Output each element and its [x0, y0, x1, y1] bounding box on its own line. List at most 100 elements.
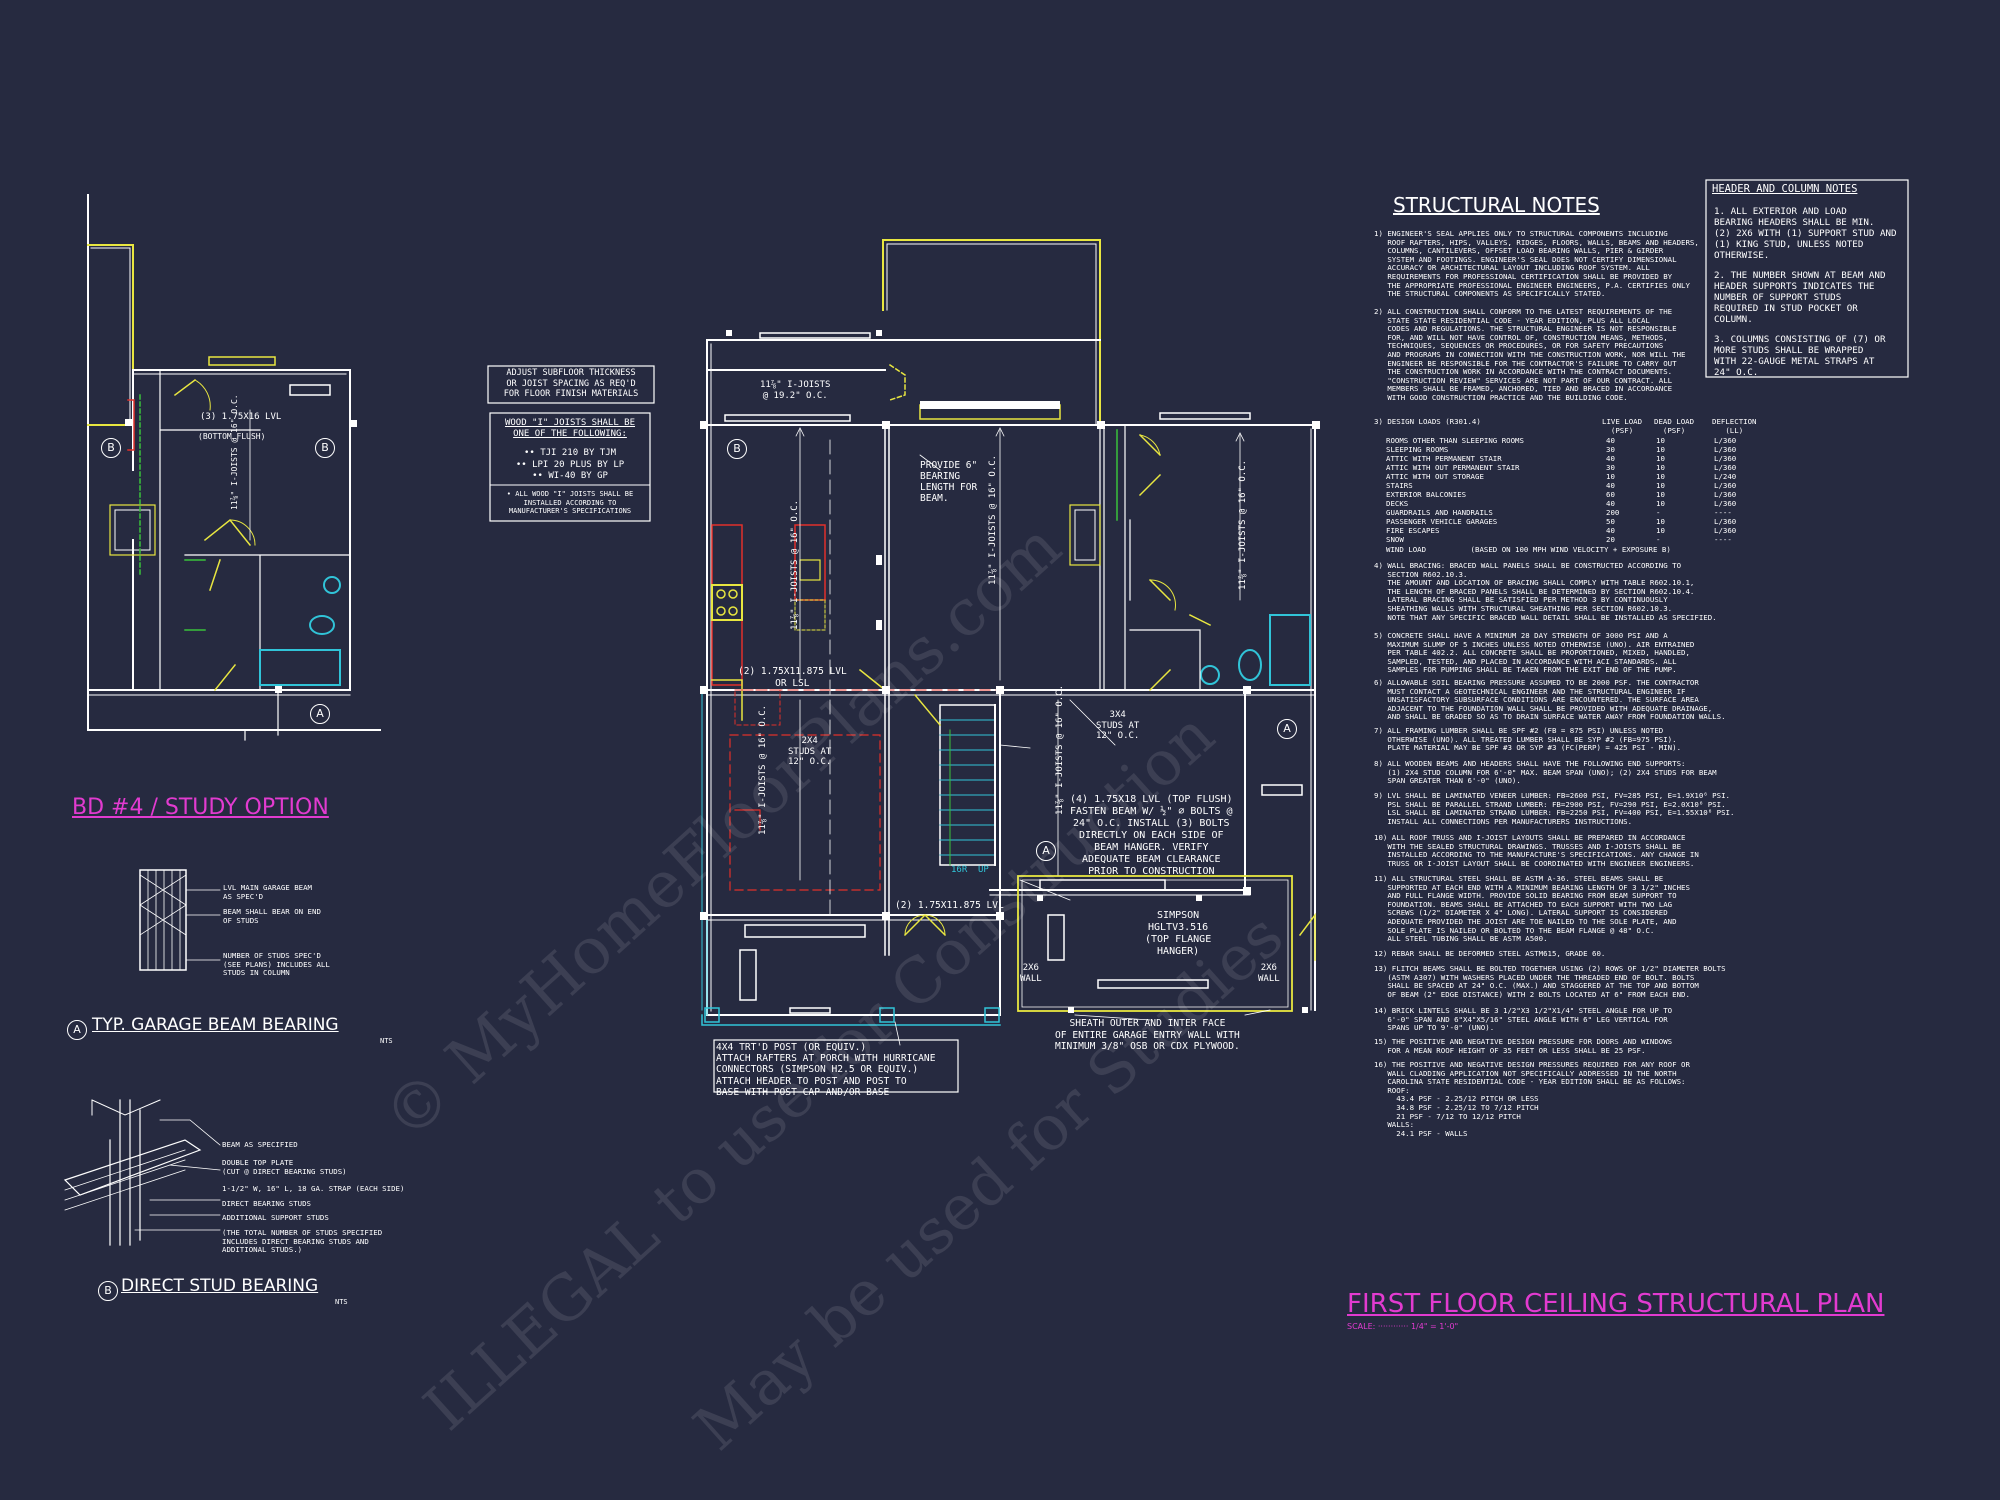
detail-a-drawing: [139, 869, 221, 971]
main-plan-title: FIRST FLOOR CEILING STRUCTURAL PLAN: [1347, 1289, 1885, 1319]
joist-top-label: 11⅞" I-JOISTS @ 19.2" O.C.: [760, 380, 831, 401]
detail-b-tag: B: [98, 1281, 118, 1301]
structural-note-9: 9) LVL SHALL BE LAMINATED VENEER LUMBER:…: [1374, 791, 1735, 826]
loads-cell-r11-c0: SNOW: [1386, 535, 1404, 544]
detail-b-title: DIRECT STUD BEARING: [121, 1276, 319, 1296]
loads-cell-r8-c3: ----: [1714, 508, 1732, 517]
detail-b-note-3: 1-1/2" W, 16" L, 18 GA. STRAP (EACH SIDE…: [222, 1184, 405, 1193]
joist-v5: 11⅞" I-JOISTS @ 16" O.C.: [1055, 684, 1065, 815]
subfloor-note: ADJUST SUBFLOOR THICKNESS OR JOIST SPACI…: [503, 368, 639, 399]
loads-cell-r3-c3: L/360: [1714, 463, 1737, 472]
design-loads-head: 3) DESIGN LOADS (R301.4): [1374, 417, 1481, 426]
detail-b-note-5: ADDITIONAL SUPPORT STUDS: [222, 1213, 329, 1222]
joist-box-foot: • ALL WOOD "I" JOISTS SHALL BE INSTALLED…: [506, 490, 634, 515]
structural-note-2: 2) ALL CONSTRUCTION SHALL CONFORM TO THE…: [1374, 307, 1686, 402]
left-tag-a: A: [310, 704, 330, 724]
joist-v1: 11⅞" I-JOISTS @ 16" O.C.: [790, 499, 800, 630]
main-plan: [700, 239, 1320, 1046]
loads-cell-r1-c3: L/360: [1714, 445, 1737, 454]
loads-cell-r7-c0: DECKS: [1386, 499, 1409, 508]
loads-cell-r6-c1: 60: [1606, 490, 1615, 499]
structural-note-14: 14) BRICK LINTELS SHALL BE 3 1/2"x3 1/2"…: [1374, 1006, 1673, 1033]
loads-cell-r4-c2: 10: [1656, 472, 1665, 481]
wind-load-row: WIND LOAD (BASED ON 100 MPH WIND VELOCIT…: [1386, 545, 1671, 554]
loads-cell-r5-c0: STAIRS: [1386, 481, 1413, 490]
joist-v2: 11⅞" I-JOISTS @ 16" O.C.: [988, 454, 998, 585]
loads-col-deflection: DEFLECTION (LL): [1712, 417, 1757, 435]
loads-cell-r10-c1: 40: [1606, 526, 1615, 535]
wall-label-left: 2x6 WALL: [1020, 963, 1042, 984]
header-notes-title: HEADER AND COLUMN NOTES: [1712, 183, 1858, 195]
main-tag-a1: A: [1277, 719, 1297, 739]
structural-note-15: 15) THE POSITIVE AND NEGATIVE DESIGN PRE…: [1374, 1037, 1673, 1055]
loads-cell-r11-c1: 20: [1606, 535, 1615, 544]
loads-cell-r1-c0: SLEEPING ROOMS: [1386, 445, 1449, 454]
loads-cell-r7-c2: 10: [1656, 499, 1665, 508]
loads-cell-r2-c1: 40: [1606, 454, 1615, 463]
structural-note-8: 8) ALL WOODEN BEAMS AND HEADERS SHALL HA…: [1374, 759, 1717, 786]
porch-post-note: 4x4 TRT'D POST (OR EQUIV.) ATTACH RAFTER…: [716, 1042, 936, 1098]
loads-cell-r2-c2: 10: [1656, 454, 1665, 463]
left-plan-title: BD #4 / STUDY OPTION: [72, 795, 329, 820]
structural-note-1: 1) ENGINEER'S SEAL APPLIES ONLY TO STRUC…: [1374, 229, 1699, 299]
loads-cell-r7-c1: 40: [1606, 499, 1615, 508]
loads-cell-r5-c1: 40: [1606, 481, 1615, 490]
left-beam-label: (3) 1.75x16 LVL: [200, 412, 282, 422]
stair-up-label: UP: [978, 865, 989, 875]
header-note-3: 3. COLUMNS CONSISTING OF (7) OR MORE STU…: [1714, 334, 1886, 378]
loads-cell-r9-c2: 10: [1656, 517, 1665, 526]
loads-cell-r5-c3: L/360: [1714, 481, 1737, 490]
structural-note-5: 5) CONCRETE SHALL HAVE A MINIMUM 28 DAY …: [1374, 631, 1695, 675]
loads-cell-r2-c3: L/360: [1714, 454, 1737, 463]
loads-cell-r0-c3: L/360: [1714, 436, 1737, 445]
joist-box-head: WOOD "I" JOISTS SHALL BE ONE OF THE FOLL…: [504, 418, 636, 439]
detail-b-drawing: [63, 1099, 221, 1246]
loads-cell-r9-c3: L/360: [1714, 517, 1737, 526]
loads-cell-r11-c2: -: [1656, 535, 1661, 544]
loads-cell-r9-c1: 50: [1606, 517, 1615, 526]
detail-b-note-4: DIRECT BEARING STUDS: [222, 1199, 311, 1208]
structural-note-12: 12) REBAR SHALL BE DEFORMED STEEL ASTM61…: [1374, 949, 1606, 958]
loads-col-dead: DEAD LOAD (PSF): [1654, 417, 1695, 435]
beam-4lvl-note: (4) 1.75x18 LVL (TOP FLUSH) FASTEN BEAM …: [1070, 794, 1233, 877]
left-beam-sub: (BOTTOM FLUSH): [198, 432, 266, 441]
left-tag-b2: B: [315, 438, 335, 458]
header-note-2: 2. THE NUMBER SHOWN AT BEAM AND HEADER S…: [1714, 270, 1886, 325]
loads-cell-r10-c3: L/360: [1714, 526, 1737, 535]
detail-b-note-6: (THE TOTAL NUMBER OF STUDS SPECIFIED INC…: [222, 1228, 383, 1255]
provide-bearing-note: PROVIDE 6" BEARING LENGTH FOR BEAM.: [920, 460, 978, 504]
simpson-hanger-note: SIMPSON HGLTV3.516 (TOP FLANGE HANGER): [1145, 910, 1212, 957]
header-note-1: 1. ALL EXTERIOR AND LOAD BEARING HEADERS…: [1714, 206, 1897, 261]
studs-label-1: 2X4 STUDS AT 12" O.C.: [788, 736, 832, 767]
loads-cell-r0-c2: 10: [1656, 436, 1665, 445]
studs-label-2: 3X4 STUDS AT 12" O.C.: [1096, 710, 1140, 741]
detail-b-note-1: BEAM AS SPECIFIED: [222, 1140, 298, 1149]
structural-note-13: 13) FLITCH BEAMS SHALL BE BOLTED TOGETHE…: [1374, 964, 1726, 999]
loads-cell-r8-c2: -: [1656, 508, 1661, 517]
loads-cell-r7-c3: L/360: [1714, 499, 1737, 508]
loads-cell-r3-c0: ATTIC WITH OUT PERMANENT STAIR: [1386, 463, 1520, 472]
loads-cell-r6-c2: 10: [1656, 490, 1665, 499]
detail-a-note-2: BEAM SHALL BEAR ON END OF STUDS: [223, 907, 321, 925]
structural-note-11: 11) ALL STRUCTURAL STEEL SHALL BE ASTM A…: [1374, 874, 1690, 944]
structural-note-10: 10) ALL ROOF TRUSS AND I-JOIST LAYOUTS S…: [1374, 833, 1699, 868]
loads-cell-r4-c3: L/240: [1714, 472, 1737, 481]
loads-cell-r4-c0: ATTIC WITH OUT STORAGE: [1386, 472, 1484, 481]
main-plan-scale: SCALE: ············ 1/4" = 1'-0": [1347, 1322, 1459, 1331]
joist-box-items: •• TJI 210 BY TJM •• LPI 20 PLUS BY LP •…: [515, 448, 625, 481]
loads-cell-r4-c1: 10: [1606, 472, 1615, 481]
wall-label-right: 2x6 WALL: [1258, 963, 1280, 984]
detail-a-note-3: NUMBER OF STUDS SPEC'D (SEE PLANS) INCLU…: [223, 951, 330, 978]
beam-2lvl-b-label: (2) 1.75x11.875 LVL: [895, 900, 1004, 911]
loads-cell-r5-c2: 10: [1656, 481, 1665, 490]
loads-cell-r3-c2: 10: [1656, 463, 1665, 472]
loads-cell-r1-c2: 10: [1656, 445, 1665, 454]
loads-cell-r8-c1: 200: [1606, 508, 1620, 517]
detail-a-title: TYP. GARAGE BEAM BEARING: [92, 1015, 339, 1035]
loads-cell-r8-c0: GUARDRAILS AND HANDRAILS: [1386, 508, 1493, 517]
structural-note-16: 16) THE POSITIVE AND NEGATIVE DESIGN PRE…: [1374, 1060, 1690, 1138]
loads-cell-r1-c1: 30: [1606, 445, 1615, 454]
loads-cell-r10-c0: FIRE ESCAPES: [1386, 526, 1440, 535]
